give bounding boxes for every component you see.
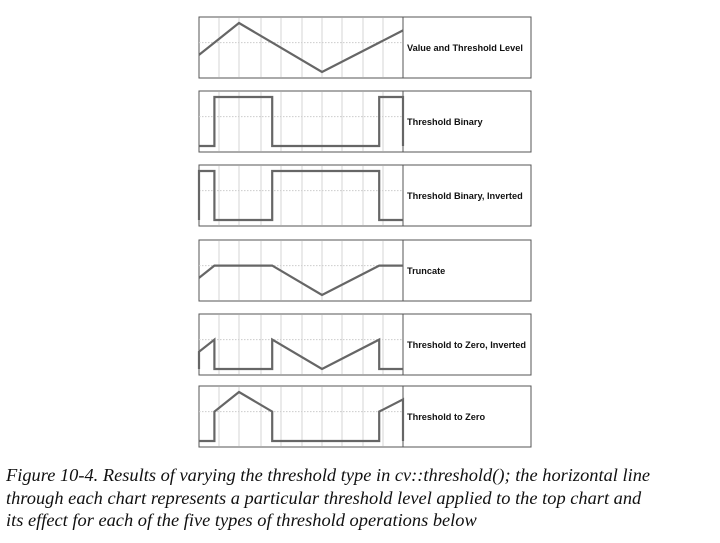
caption-line-3: its effect for each of the five types of…	[6, 510, 477, 530]
panel-label: Value and Threshold Level	[407, 43, 523, 53]
panel-tozero_inv: Threshold to Zero, Inverted	[197, 313, 532, 376]
panel-frame	[198, 90, 532, 153]
panel-frame	[198, 16, 532, 79]
caption-line-1: Figure 10-4. Results of varying the thre…	[6, 465, 651, 485]
panel-label: Truncate	[407, 266, 445, 276]
figure-caption: Figure 10-4. Results of varying the thre…	[6, 464, 716, 532]
signal-line-binary_inv	[197, 169, 403, 222]
panel-label: Threshold to Zero, Inverted	[407, 340, 526, 350]
panel-label: Threshold Binary, Inverted	[407, 191, 523, 201]
panel-tozero: Threshold to Zero	[198, 385, 532, 448]
panel-label: Threshold to Zero	[407, 412, 485, 422]
panel-label: Threshold Binary	[407, 117, 483, 127]
panel-binary: Threshold Binary	[198, 90, 532, 153]
panel-frame	[198, 313, 532, 376]
panel-value: Value and Threshold Level	[198, 16, 532, 79]
signal-line-trunc	[198, 264, 403, 297]
panel-frame	[198, 239, 532, 302]
caption-line-2: through each chart represents a particul…	[6, 487, 642, 508]
signal-line-value	[198, 21, 404, 74]
panel-frame	[198, 164, 532, 227]
signal-line-binary	[199, 95, 405, 148]
signal-line-tozero	[199, 390, 405, 443]
panel-trunc: Truncate	[198, 239, 532, 302]
signal-line-tozero_inv	[197, 337, 403, 371]
panel-binary_inv: Threshold Binary, Inverted	[197, 164, 532, 227]
panel-frame	[198, 385, 532, 448]
